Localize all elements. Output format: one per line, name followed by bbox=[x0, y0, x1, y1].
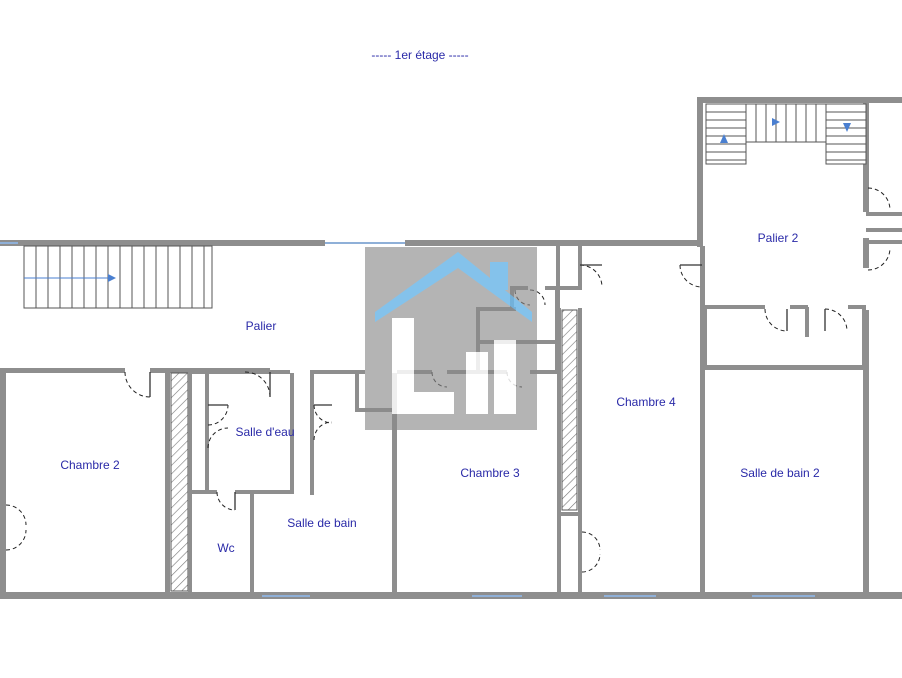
floor-title: ----- 1er étage ----- bbox=[371, 48, 468, 62]
stairs-upper bbox=[705, 103, 867, 165]
room-label-chambre-2: Chambre 2 bbox=[60, 458, 120, 472]
windows bbox=[0, 242, 815, 597]
room-label-wc: Wc bbox=[217, 541, 234, 555]
room-labels: Palier Palier 2 Chambre 2 Salle d'eau Wc… bbox=[60, 231, 820, 555]
room-label-palier-2: Palier 2 bbox=[758, 231, 799, 245]
room-label-salle-deau: Salle d'eau bbox=[235, 425, 294, 439]
room-label-palier: Palier bbox=[246, 319, 277, 333]
room-label-chambre-3: Chambre 3 bbox=[460, 466, 520, 480]
room-label-chambre-4: Chambre 4 bbox=[616, 395, 676, 409]
room-label-salle-de-bain: Salle de bain bbox=[287, 516, 356, 530]
room-label-salle-de-bain-2: Salle de bain 2 bbox=[740, 466, 820, 480]
stairs-main bbox=[23, 245, 213, 309]
house-logo-watermark bbox=[365, 247, 537, 430]
